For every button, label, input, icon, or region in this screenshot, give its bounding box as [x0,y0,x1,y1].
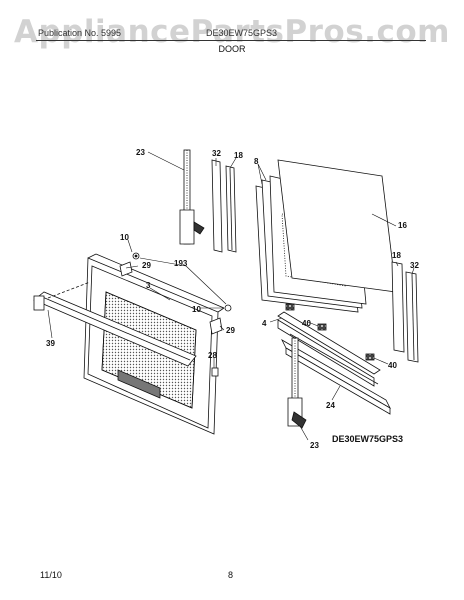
callout-40-left: 40 [302,319,311,328]
outer-glass-panel [277,159,397,293]
watermark: AppliancePartsPros.com [14,14,450,50]
callout-29-top: 29 [142,261,151,270]
glass-clip-left [285,303,327,331]
callout-3: 3 [146,281,151,290]
header-model: DE30EW75GPS3 [206,28,278,38]
callout-23-bottom: 23 [310,441,319,450]
door-handle [33,291,197,367]
callout-29-right: 29 [226,326,235,335]
glass-clip-right [365,353,375,361]
model-number: DE30EW75GPS3 [332,434,404,444]
side-trim-right [391,261,419,363]
side-trim-left [211,159,237,253]
door-spacer-top [119,261,133,277]
callout-40-right: 40 [388,361,397,370]
hinge-top [179,149,205,245]
callout-39: 39 [46,339,55,348]
publication-number: Publication No. 5995 [38,28,122,38]
callout-10-right: 10 [192,305,201,314]
callout-8: 8 [254,157,259,166]
page-number: 8 [228,570,234,580]
callout-23-top: 23 [136,148,145,157]
callout-32-top: 32 [212,149,221,158]
callout-10-top: 10 [120,233,129,242]
screw-right [224,304,232,312]
header-rule [36,40,426,41]
callout-193: 193 [174,259,188,268]
leader-lines [47,151,415,441]
callout-16: 16 [398,221,407,230]
callout-24: 24 [326,401,335,410]
bottom-channel [277,311,391,415]
callout-18-right: 18 [392,251,401,260]
callout-4: 4 [262,319,267,328]
door-bracket [211,367,219,377]
callout-18-top: 18 [234,151,243,160]
callout-28: 28 [208,351,217,360]
door-spacer-right [209,317,223,335]
callout-32-right: 32 [410,261,419,270]
hinge-bottom [287,337,307,429]
screw-top [132,252,140,260]
part-callouts: 23 32 18 8 16 10 193 29 3 10 29 39 28 4 … [46,148,419,450]
section-title: DOOR [218,44,246,54]
footer-date: 11/10 [40,570,62,580]
